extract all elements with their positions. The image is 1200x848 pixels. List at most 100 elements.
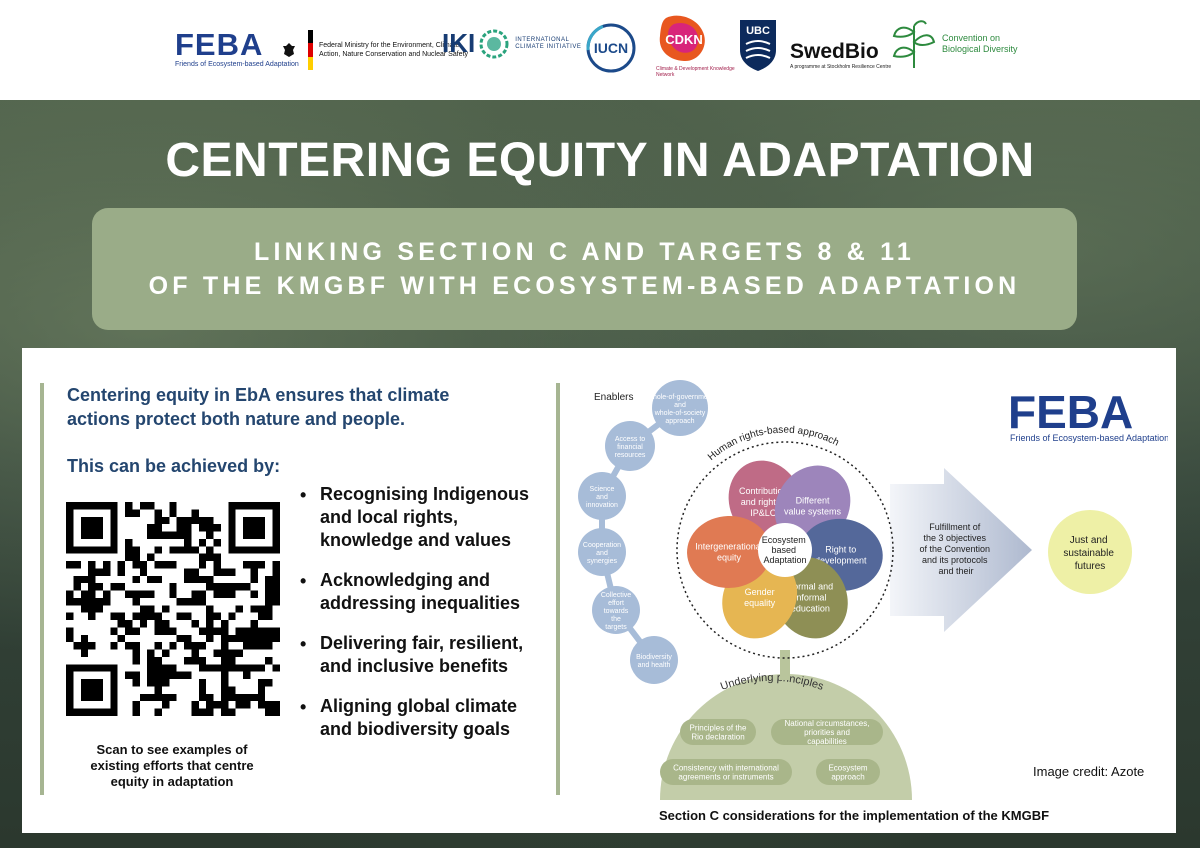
enabler-circle xyxy=(630,636,678,684)
outcome-line: Just and xyxy=(1070,535,1108,546)
enabler-circle xyxy=(605,421,655,471)
enabler-label-line: Biodiversity xyxy=(636,654,672,661)
ubc-logo: UBC xyxy=(738,18,778,72)
achieve-heading: This can be achieved by: xyxy=(67,456,281,476)
enabler-label-line: resources xyxy=(615,452,646,459)
enablers-label: Enablers xyxy=(594,392,633,403)
logo-bar: FEBA Friends of Ecosystem-based Adaptati… xyxy=(0,0,1200,100)
bullet-text: Acknowledging and addressing inequalitie… xyxy=(320,570,521,613)
enabler-label-line: synergies xyxy=(587,558,617,565)
cbd-logo-text: Convention on Biological Diversity xyxy=(942,33,1018,54)
cbd-logo: Convention on Biological Diversity xyxy=(892,18,1032,70)
principle-label-line: Consistency with international xyxy=(673,764,779,773)
enabler-label-line: towards xyxy=(604,608,629,615)
iucn-logo-name: IUCN xyxy=(594,40,628,56)
petal-label-line: Gender xyxy=(745,587,775,597)
diagram-feba-tagline: Friends of Ecosystem-based Adaptation xyxy=(1010,433,1168,443)
list-item: •Acknowledging and addressing inequaliti… xyxy=(300,569,550,615)
bmu-logo-text: Federal Ministry for the Environment, Cl… xyxy=(319,42,469,58)
iki-logo-text: INTERNATIONAL CLIMATE INITIATIVE xyxy=(515,36,582,50)
subtitle-banner: LINKING SECTION C AND TARGETS 8 & 11 OF … xyxy=(92,208,1077,330)
iucn-ring-icon: IUCN xyxy=(586,23,636,73)
enabler-label-line: Whole-of-government xyxy=(646,394,713,401)
left-divider xyxy=(40,383,44,795)
eagle-icon xyxy=(283,43,295,57)
center-text: Ecosystem based Adaptation xyxy=(762,535,809,565)
subtitle-line-1: LINKING SECTION C AND TARGETS 8 & 11 xyxy=(254,238,915,266)
enabler-circle xyxy=(578,528,626,576)
center-line: Adaptation xyxy=(763,555,806,565)
principle-label-line: approach xyxy=(831,773,864,782)
principle-label-line: priorities and xyxy=(804,728,850,737)
list-item: • Delivering fair, resilient, and inclus… xyxy=(300,632,550,678)
enabler-label-line: and health xyxy=(638,662,671,669)
enabler-label-line: targets xyxy=(605,624,627,631)
cdkn-blob-icon: CDKN xyxy=(659,15,705,62)
fulfilment-line: of the Convention xyxy=(919,544,990,554)
principle-pill-bg xyxy=(660,759,792,785)
bullet-text: Recognising Indigenous and local rights,… xyxy=(320,484,530,550)
petal-label-line: Formal and xyxy=(788,582,834,592)
enabler-label-line: and xyxy=(674,402,686,409)
enabler-label-line: whole-of-society xyxy=(654,410,706,417)
swedbio-logo-name: SwedBio xyxy=(790,40,879,63)
arrow-shape xyxy=(890,468,1032,632)
enabler-label-line: Science xyxy=(590,486,615,493)
petal-label-line: informal xyxy=(794,593,826,603)
hrba-label-path: Human rights-based approach xyxy=(706,425,841,463)
enabler-label-line: Collective xyxy=(601,592,631,599)
german-flag-icon xyxy=(308,30,313,70)
enabler-label-line: approach xyxy=(665,418,694,425)
petal-label-line: equality xyxy=(744,598,776,608)
outcome-circle xyxy=(1048,510,1132,594)
cdkn-logo: CDKN Climate & Development Knowledge Net… xyxy=(656,14,736,78)
diagram-feba-name: FEBA xyxy=(1008,386,1133,438)
iucn-logo: IUCN xyxy=(585,22,637,74)
bullet-text: Delivering fair, resilient, and inclusiv… xyxy=(320,633,524,676)
center-line: based xyxy=(771,545,796,555)
enabler-circle xyxy=(592,586,640,634)
flower-center xyxy=(758,523,812,577)
principle-label-line: National circumstances, xyxy=(785,719,870,728)
bmu-logo: Federal Ministry for the Environment, Cl… xyxy=(282,30,469,70)
fulfilment-line: the 3 objectives xyxy=(923,533,986,543)
principle-label-line: capabilities xyxy=(807,737,847,746)
enabler-circle xyxy=(578,472,626,520)
qr-code[interactable] xyxy=(66,498,280,720)
section-caption: Section C considerations for the impleme… xyxy=(659,808,1050,823)
petal-label-line: Contributions xyxy=(739,486,793,496)
swedbio-logo-text: A programme at Stockholm Resilience Cent… xyxy=(790,64,892,70)
enabler-label-line: effort xyxy=(608,600,624,607)
principle-pill-bg xyxy=(680,719,756,745)
petal-label-line: IP&LCs xyxy=(750,508,781,518)
feba-logo-name: FEBA xyxy=(175,27,264,62)
hrba-label: Human rights-based approach xyxy=(706,425,841,463)
section-c-diagram: FEBA Friends of Ecosystem-based Adaptati… xyxy=(578,380,1168,800)
list-item: •Aligning global climate and biodiversit… xyxy=(300,695,550,741)
principle-label-line: Ecosystem xyxy=(828,764,867,773)
